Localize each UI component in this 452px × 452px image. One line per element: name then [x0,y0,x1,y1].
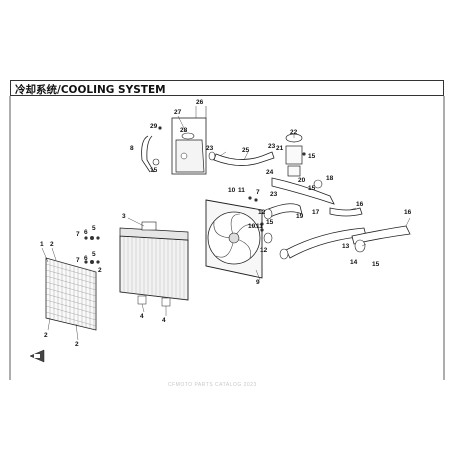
callout-label: 2 [75,341,79,348]
callout-label: 28 [180,127,188,134]
callout-label: 17 [312,209,320,216]
callout-label: 12 [258,209,266,216]
radiator-grille [45,257,97,331]
callout-label: 16 [356,201,364,208]
thermostat-housing [285,133,303,177]
hose-clamps [152,151,366,260]
callout-label: 9 [256,279,260,286]
expansion-tank [171,106,207,175]
callout-label: 22 [290,129,298,136]
callout-label: 23 [206,145,214,152]
callout-label: 25 [242,147,250,154]
radiator [119,221,189,307]
front-direction-icon [29,349,45,363]
coolant-hoses [213,151,411,259]
frame-border [9,96,445,380]
callout-label: 15 [308,153,316,160]
callout-label: 15 [266,219,274,226]
callout-label: 10 [248,223,256,230]
callout-label: 24 [266,169,274,176]
callout-label: 4 [162,317,166,324]
fasteners [84,126,306,264]
callout-label: 19 [296,213,304,220]
callout-label: 21 [276,145,284,152]
leader-lines [41,106,411,341]
callout-label: 11 [238,187,245,194]
callout-label: 20 [298,177,306,184]
tank-overflow-hose [141,135,155,173]
callout-label: 4 [140,313,144,320]
callout-label: 7 [76,231,80,238]
watermark: CFMOTO PARTS CATALOG 2023 [168,382,257,388]
callout-label: 7 [256,189,260,196]
fan-assembly [205,199,263,279]
callout-label: 6 [84,229,88,236]
callout-label: 6 [84,255,88,262]
callout-label: 29 [150,123,158,130]
callout-label: 5 [92,225,96,232]
callout-label: 2 [44,332,48,339]
callout-label: 11 [256,223,263,230]
callout-label: 26 [196,99,204,106]
callout-label: 27 [174,109,182,116]
callout-label: 7 [76,257,80,264]
callout-label: 15 [372,261,380,268]
callout-label: 12 [260,247,268,254]
title-box: 冷却系统/COOLING SYSTEM [10,80,444,96]
callout-label: 2 [98,267,102,274]
callout-label: 2 [50,241,54,248]
callout-label: 13 [342,243,350,250]
callout-label: 8 [130,145,134,152]
callout-label: 15 [308,185,316,192]
callout-label: 10 [228,187,236,194]
diagram-title: 冷却系统/COOLING SYSTEM [15,84,166,96]
callout-label: 14 [350,259,358,266]
callout-label: 3 [122,213,126,220]
callout-label: 15 [150,167,158,174]
callout-label: 23 [270,191,278,198]
callout-label: 18 [326,175,334,182]
callout-label: 5 [92,251,96,258]
callout-label: 16 [404,209,412,216]
callout-labels: 1 2 2 2 2 3 4 4 5 5 6 6 7 7 7 8 9 10 11 … [40,99,412,348]
callout-label: 1 [40,241,44,248]
callout-label: 23 [268,143,276,150]
